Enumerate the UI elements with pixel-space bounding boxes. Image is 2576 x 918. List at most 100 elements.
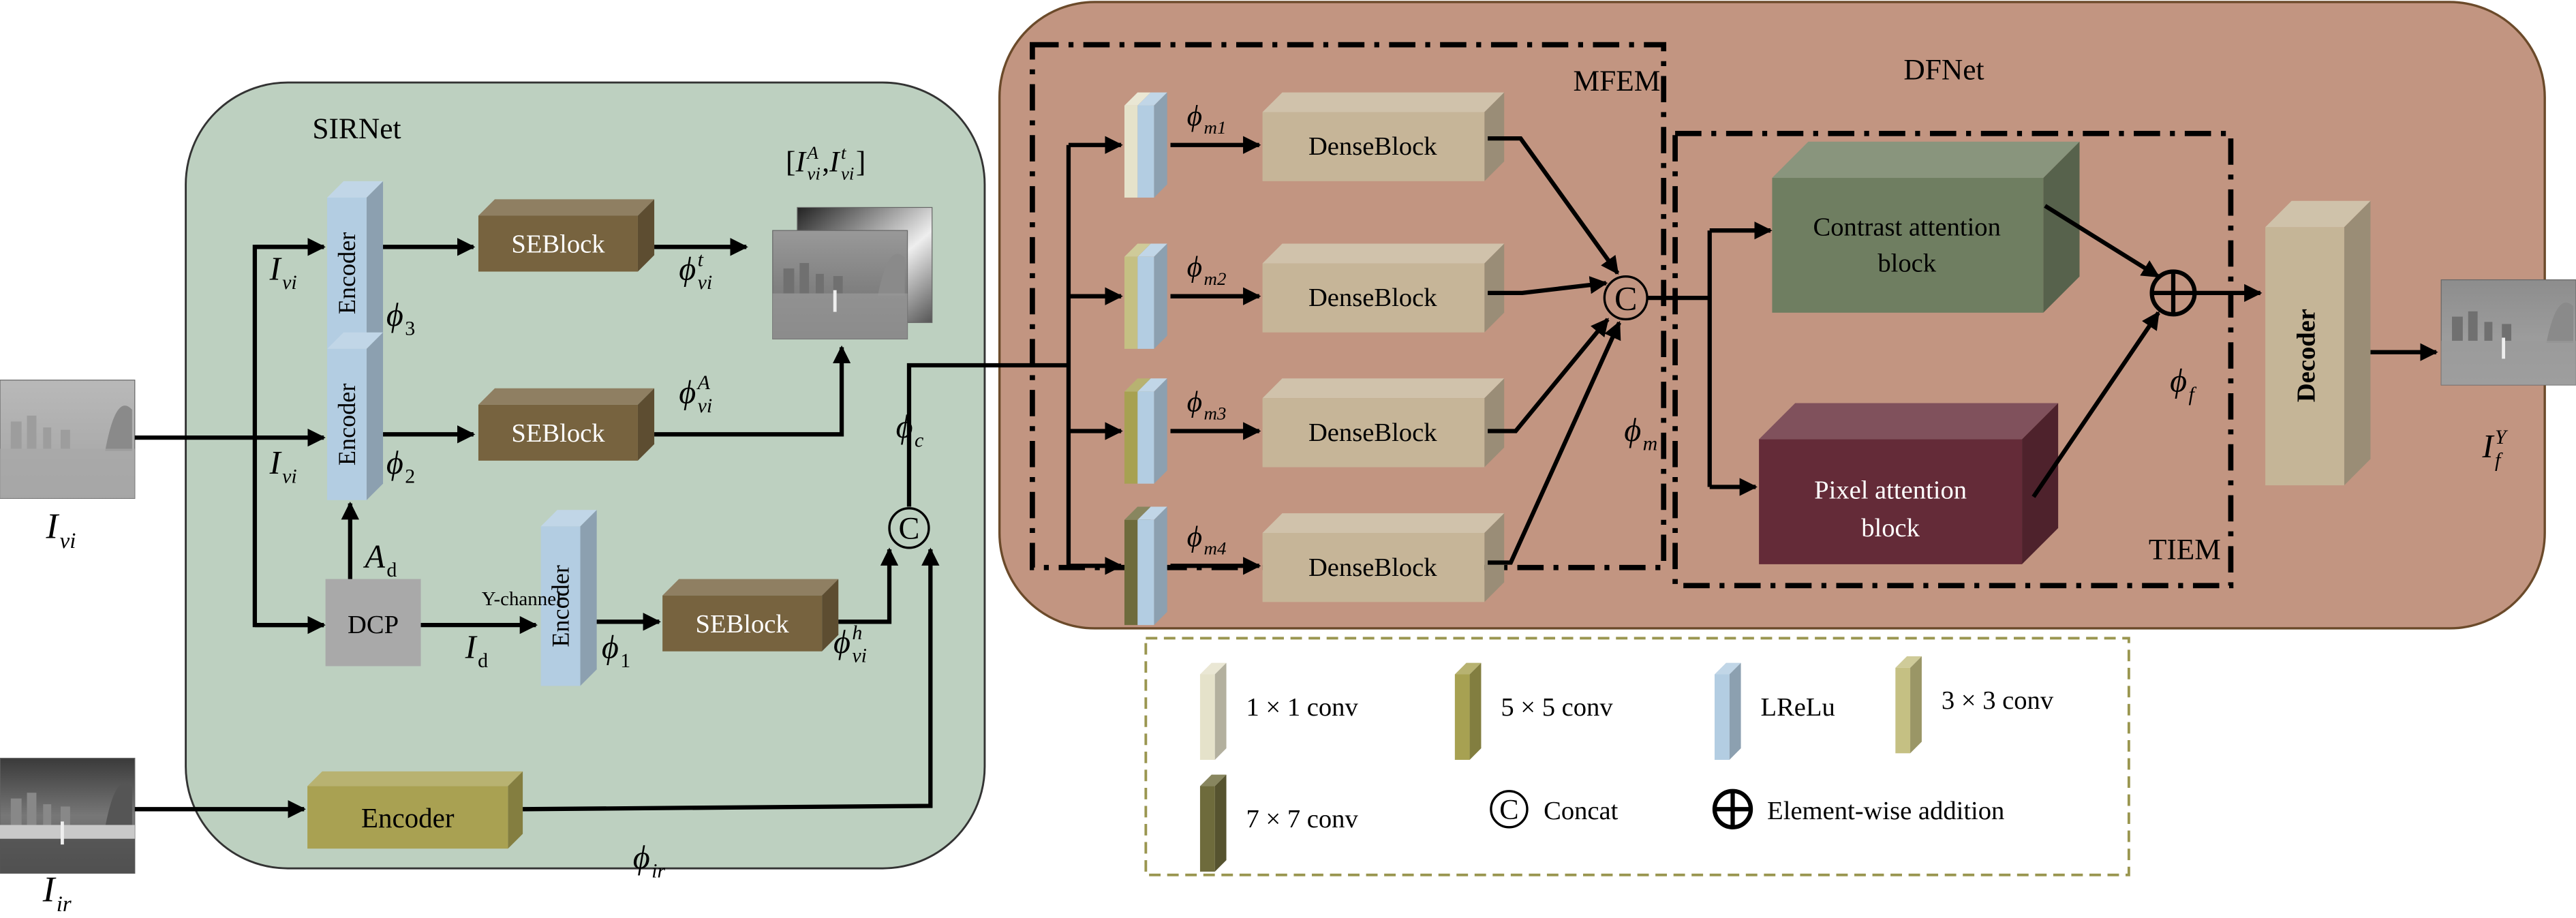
- conv5x5-swatch-top: [1454, 662, 1482, 675]
- conv3x3-swatch-side: [1910, 656, 1922, 754]
- building: [2468, 311, 2478, 341]
- addition-node: [2149, 269, 2197, 317]
- person: [833, 290, 837, 312]
- building: [2452, 316, 2463, 341]
- lrelu-layer-1-top: [1137, 92, 1167, 106]
- fused-output-image: [2440, 279, 2576, 386]
- math-base: ϕ: [896, 409, 913, 445]
- concat-node-1-ring: [888, 507, 930, 549]
- atmospheric-image: [772, 230, 908, 340]
- building: [2502, 324, 2512, 341]
- math-sub: vi: [807, 164, 820, 184]
- person: [61, 821, 64, 845]
- math-sup: A: [806, 142, 818, 163]
- math-base: ϕ: [1187, 100, 1202, 132]
- tree: [105, 406, 132, 451]
- encoder-label: Encoder: [547, 565, 574, 647]
- ir-encoder-label: Encoder: [361, 802, 455, 833]
- denseblock-4-side: [1484, 513, 1505, 602]
- denseblock-3-top: [1262, 378, 1505, 399]
- seblock-3-top: [662, 579, 839, 596]
- ir-encoder-block: [307, 771, 523, 849]
- building: [27, 793, 37, 825]
- building: [61, 429, 70, 449]
- lrelu-layer-4-front: [1137, 519, 1154, 626]
- pixel-attention-block-top: [1759, 403, 2059, 440]
- conv1x1-swatch: [1199, 662, 1227, 760]
- math-base: I: [795, 145, 808, 178]
- math-sub: m1: [1204, 117, 1227, 138]
- seblock-2-front: [478, 404, 638, 461]
- encoder-block-3-side: [580, 510, 597, 686]
- contrast-attention-block: [1772, 141, 2080, 313]
- encoder-block-1-top: [327, 181, 384, 198]
- math-sub: 1: [620, 649, 630, 672]
- decoder-block-top: [2265, 200, 2371, 228]
- connector-arrow: [906, 363, 1069, 507]
- input-infrared-image: [0, 757, 136, 874]
- denseblock-3-side: [1484, 378, 1505, 468]
- math-sub: vi: [282, 271, 297, 294]
- concat-node-2: C: [1603, 275, 1649, 321]
- conv3x3-swatch: [1895, 656, 1922, 754]
- denseblock-1: [1262, 92, 1505, 181]
- concat-letter: C: [1614, 279, 1637, 317]
- connector-arrow: [523, 547, 940, 812]
- encoder-block-3-front: [540, 526, 581, 686]
- sirnet-title: SIRNet: [312, 112, 401, 145]
- math-base: ϕ: [679, 374, 696, 410]
- conv3x3-swatch-front: [1895, 667, 1911, 754]
- denseblock-label: DenseBlock: [1308, 553, 1437, 582]
- lrelu-layer-4-top: [1137, 506, 1167, 520]
- encoder-label: Encoder: [333, 384, 361, 466]
- decoder-block: [2265, 200, 2371, 486]
- encoder-block-2: [327, 332, 384, 500]
- building: [799, 262, 810, 294]
- legend-label: 5 × 5 conv: [1501, 693, 1613, 722]
- math-sub: vi: [698, 395, 713, 417]
- legend-label: Concat: [1544, 797, 1619, 825]
- conv7x7-swatch-top: [1199, 774, 1227, 786]
- conv-layer-4-front: [1124, 519, 1138, 626]
- building: [43, 427, 52, 449]
- contrast-attention-block-side: [2043, 141, 2080, 313]
- tree: [105, 782, 132, 827]
- building: [816, 273, 824, 294]
- encoder-block-2-top: [327, 332, 384, 349]
- math-sup: Y: [2495, 426, 2509, 448]
- legend-label: Element-wise addition: [1767, 797, 2004, 825]
- ir-encoder-block-side: [508, 771, 523, 849]
- pixel-attention-block: [1759, 403, 2059, 564]
- concat-icon: C: [1490, 790, 1529, 829]
- dcp-block: [325, 579, 421, 667]
- denseblock-1-top: [1262, 92, 1505, 112]
- encoder-block-3-top: [540, 510, 597, 527]
- conv-layer-2-front: [1124, 256, 1138, 349]
- math-base: I: [269, 251, 282, 288]
- denseblock-4: [1262, 513, 1505, 602]
- lrelu-layer-1-side: [1154, 92, 1167, 198]
- lrelu-layer-2: [1137, 243, 1167, 349]
- math-sub: vi: [852, 645, 867, 667]
- pixel-label-line2: block: [1861, 514, 1920, 542]
- denseblock-2-front: [1262, 263, 1485, 333]
- seblock-1: [478, 199, 655, 272]
- contrast-attention-block-top: [1772, 141, 2080, 179]
- mfem-box: [1030, 42, 1667, 570]
- math-base: I: [42, 870, 57, 909]
- denseblock-label: DenseBlock: [1308, 284, 1437, 312]
- math-base: ϕ: [1187, 520, 1202, 553]
- lrelu-layer-3: [1137, 378, 1167, 484]
- ground: [0, 448, 135, 499]
- math-base: I: [2482, 429, 2495, 465]
- input-visible-image: [0, 380, 136, 499]
- lrelu-layer-1: [1137, 92, 1167, 198]
- math-sub: m2: [1204, 269, 1227, 289]
- conv5x5-swatch: [1454, 662, 1482, 760]
